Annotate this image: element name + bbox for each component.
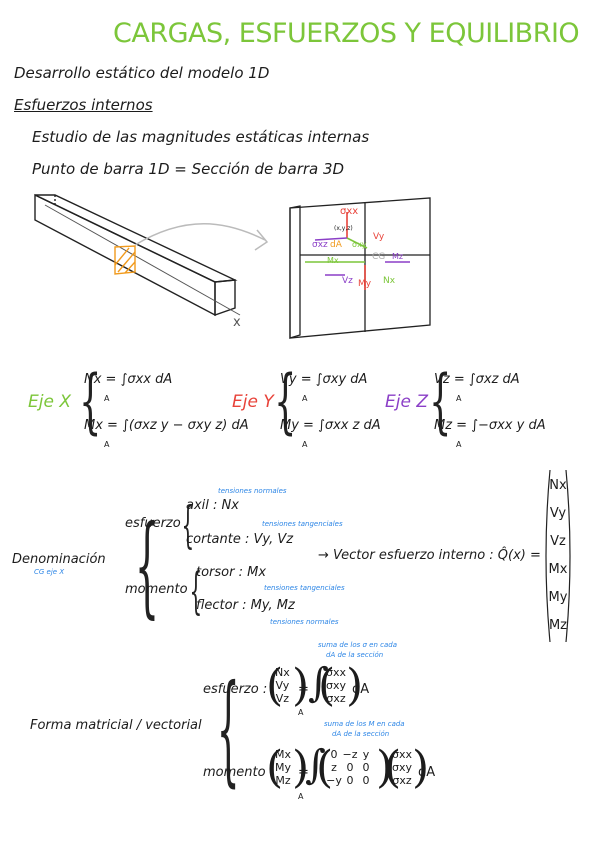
vector-nx: Nx — [549, 478, 567, 493]
hatched-section — [114, 245, 136, 275]
vector-mx: Mx — [548, 562, 568, 577]
esfuerzo-note2: dA de la sección — [326, 651, 384, 659]
note-torsor: tensiones tangenciales — [264, 584, 345, 592]
eq-vz: Vz = ∫σxz dA — [434, 372, 520, 387]
ev-nx: Nx — [275, 666, 290, 679]
mv-mz: Mz — [275, 774, 291, 787]
da-text: dA — [352, 682, 370, 697]
label-sxx: σxx — [340, 206, 359, 217]
sub-a: A — [302, 440, 308, 449]
label-mx: Mx — [327, 256, 339, 265]
sub-a: A — [298, 792, 304, 801]
note-axil: tensiones normales — [218, 487, 287, 495]
brace-momento: { — [189, 562, 203, 620]
section-heading: Esfuerzos internos — [14, 96, 153, 114]
m-21: 0 — [346, 774, 354, 787]
torsor-text: torsor : Mx — [196, 565, 267, 580]
esfuerzo-note1: suma de los σ en cada — [318, 641, 397, 649]
axil-text: axil : Nx — [186, 498, 239, 513]
integral-sign: ∫ — [308, 660, 329, 706]
vector-label: → Vector esfuerzo interno : Q̂(x) = — [318, 548, 541, 563]
forma-momento-label: momento : — [203, 765, 275, 780]
brace-denominacion: { — [134, 501, 160, 629]
study-line: Estudio de las magnitudes estáticas inte… — [32, 128, 370, 146]
sv2-xy: σxy — [392, 761, 412, 774]
sv-xx: σxx — [326, 666, 346, 679]
vector-column: Nx Vy Vz Mx My Mz — [542, 468, 574, 644]
note-cortante: tensiones tangenciales — [262, 520, 343, 528]
sv-xz: σxz — [326, 692, 346, 705]
sub-a: A — [456, 440, 462, 449]
sv2-xz: σxz — [392, 774, 412, 787]
m-01: −z — [342, 748, 358, 761]
eq-vy: Vy = ∫σxy dA — [280, 372, 368, 387]
sub-a: A — [298, 708, 304, 717]
label-mz: Mz — [392, 252, 404, 261]
m-11: 0 — [346, 761, 354, 774]
vector-my: My — [548, 590, 568, 605]
beam-diagram: x — [34, 193, 431, 339]
label-sxy: σxy — [352, 240, 367, 249]
cortante-text: cortante : Vy, Vz — [186, 532, 294, 547]
momento-label: momento — [125, 582, 188, 597]
axis-z-title: Eje Z — [385, 392, 428, 412]
mv-mx: Mx — [275, 748, 292, 761]
momento-note2: dA de la sección — [332, 730, 390, 738]
da-text: dA — [418, 765, 436, 780]
sv2-xx: σxx — [392, 748, 412, 761]
vector-mz: Mz — [548, 618, 568, 633]
brace-z: { — [429, 360, 452, 442]
axis-y-title: Eje Y — [232, 392, 274, 412]
vector-vy: Vy — [549, 506, 567, 521]
brace-forma: { — [216, 660, 240, 799]
eq-my: My = ∫σxx z dA — [280, 418, 381, 433]
page-title: CARGAS, ESFUERZOS Y EQUILIBRIO — [113, 18, 580, 49]
ev-vz: Vz — [275, 692, 290, 705]
axis-x-label: x — [233, 315, 241, 330]
m-02: y — [362, 748, 370, 761]
eq-sign: = — [298, 682, 309, 697]
m-10: z — [331, 761, 337, 774]
eq-mx: Mx = ∫(σxz y − σxy z) dA — [84, 418, 249, 433]
m-00: 0 — [330, 748, 338, 761]
m-22: 0 — [362, 774, 370, 787]
label-vy: Vy — [373, 232, 385, 242]
eq-mz: Mz = ∫−σxx y dA — [434, 418, 546, 433]
flector-text: flector : My, Mz — [196, 598, 295, 613]
eq-sign: = — [298, 765, 309, 780]
m-20: −y — [326, 774, 342, 787]
sub-a: A — [456, 394, 462, 403]
label-xyz: (x,y,z) — [334, 225, 353, 232]
ev-vy: Vy — [275, 679, 290, 692]
label-my: My — [358, 279, 372, 289]
axis-x-title: Eje X — [28, 392, 71, 412]
vector-vz: Vz — [550, 534, 566, 549]
label-sxz: σxz — [312, 240, 328, 250]
brace-y: { — [274, 360, 297, 442]
integral-sign: ∫ — [305, 742, 326, 788]
momento-note1: suma de los M en cada — [324, 720, 405, 728]
mv-my: My — [275, 761, 292, 774]
point-line: Punto de barra 1D = Sección de barra 3D — [32, 160, 345, 178]
sub-a: A — [104, 394, 110, 403]
m-12: 0 — [362, 761, 370, 774]
brace-esfuerzo: { — [181, 496, 195, 554]
label-vz: Vz — [342, 276, 353, 286]
note-cg: CG eje X — [34, 568, 65, 576]
label-cg: CG — [372, 252, 386, 262]
sub-a: A — [104, 440, 110, 449]
subtitle: Desarrollo estático del modelo 1D — [14, 64, 270, 82]
forma-label: Forma matricial / vectorial — [30, 718, 202, 733]
denominacion-label: Denominación — [12, 552, 106, 567]
note-flector: tensiones normales — [270, 618, 339, 626]
eq-nx: Nx = ∫σxx dA — [84, 372, 173, 387]
label-nx: Nx — [383, 276, 396, 286]
brace-x: { — [79, 360, 102, 442]
sv-xy: σxy — [326, 679, 346, 692]
esfuerzo-label: esfuerzo — [125, 516, 181, 531]
forma-esfuerzo-label: esfuerzo : — [203, 682, 268, 697]
label-dA: dA — [330, 240, 342, 250]
sub-a: A — [302, 394, 308, 403]
